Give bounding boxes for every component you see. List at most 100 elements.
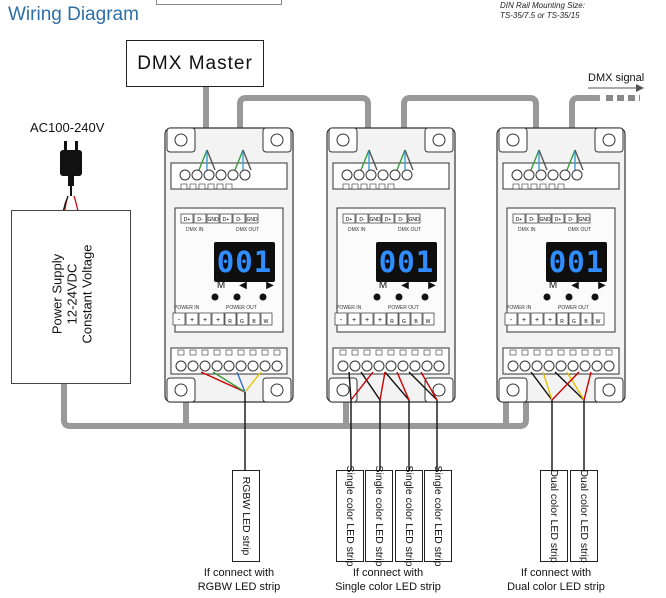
decoder-1-button-0 [211,293,219,301]
decoder-3-power-port-2 [530,312,544,326]
decoder-1-ch-port-1 [236,312,249,326]
decoder-3-bot-slot-6 [581,349,589,356]
decoder-3-screw-tr [602,133,616,147]
decoder-3-display: 001 [546,242,607,282]
decoder-3-power-port-label-2: + [535,317,539,324]
decoder-3-bot-slot-7 [593,349,601,356]
decoder-2-dmx-port-5 [407,213,421,224]
decoder-1-dmx-port-3 [219,213,233,224]
decoder-1-screw-tr [270,133,284,147]
decoder-3-bot-screw-5 [567,360,579,372]
decoder-3-dmx-port-label-5: GND [578,217,590,223]
decoder-2-screw-br [432,383,446,397]
decoder-1-bot-slot-8 [273,349,281,356]
decoder-1-right-label: ▶ [266,280,274,291]
decoder-2-dmx-wire-0-2 [368,149,378,171]
dual-led-strip-1-label: Dual color LED strip [548,469,560,563]
caption-rgbw: If connect with RGBW LED strip [198,566,281,594]
decoder-1-bot-screw-3 [211,360,223,372]
decoder-1-ch-port-label-2: B [252,319,256,325]
single-wire-red-2 [379,371,386,401]
decoder-2-top-slot-1 [351,183,359,190]
decoder-3-ch-port-label-1: G [572,319,576,325]
dual-led-strip-2-label: Dual color LED strip [578,469,590,563]
dual-wire-red-2 [583,371,592,401]
decoder-3-dmx-port-0 [512,213,526,224]
decoder-1-ch-port-label-3: W [264,319,269,325]
decoder-1-top-slot-4 [216,183,224,190]
decoder-2-bot-slot-2 [363,349,371,356]
decoder-3-left-label: ◀ [571,280,579,291]
power-supply-box [11,210,131,384]
decoder-3-ch-port-1 [568,312,581,326]
decoder-2-ch-port-label-2: B [414,319,418,325]
decoder-1-ch-port-label-0: R [228,319,232,325]
rgbw-wire-red [200,371,246,393]
decoder-3-top-slot-3 [539,183,547,190]
decoder-1-bot-slot-1 [189,349,197,356]
decoder-1-dmx-wire-0-0 [198,149,208,171]
decoder-3-bot-slot-4 [557,349,565,356]
decoder-2-top-screw-3 [377,169,389,181]
decoder-3-top-slot-1 [521,183,529,190]
caption-dual-line2: Dual color LED strip [507,581,605,593]
decoder-1-bot-slot-5 [237,349,245,356]
decoder-3-dmx-port-3 [551,213,565,224]
dual-wire-yellow-1 [542,371,553,401]
decoder-3-dmx-port-1 [525,213,539,224]
decoder-1-top-slot-2 [198,183,206,190]
decoder-2-dmx-port-1 [355,213,369,224]
decoder-2-bot-screw-3 [373,360,385,372]
decoder-1-bot-screw-7 [259,360,271,372]
decoder-2-bot-screw-4 [385,360,397,372]
decoder-3-dmx-in-label: DMX IN [518,227,536,233]
dual-led-strip-2: Dual color LED strip [570,469,598,563]
decoder-3-bot-slot-2 [533,349,541,356]
decoder-1-left-label: ◀ [239,280,247,291]
decoder-3-top-screw-0 [511,169,523,181]
decoder-3-top-slot-4 [548,183,556,190]
decoder-1-bot-slot-6 [249,349,257,356]
decoder-2-ch-port-label-0: R [390,319,394,325]
decoder-2-bot-slot-4 [387,349,395,356]
decoder-1-power-port-3 [211,312,225,326]
title-underline [156,0,282,5]
decoder-1-dmx-port-label-5: GND [246,217,258,223]
output-wires [200,371,592,470]
decoder-3-power-port-3 [543,312,557,326]
single-led-strip-3-label: Single color LED strip [403,465,415,567]
decoder-2-bot-screw-5 [397,360,409,372]
dual-wire-yellow-2 [566,371,585,401]
decoder-2-bot-screw-1 [349,360,361,372]
decoder-3-bot-screw-2 [531,360,543,372]
single-led-strip-1-label: Single color LED strip [344,465,356,567]
decoder-3-bot-screw-7 [591,360,603,372]
decoder-3-power-port-label-1: + [522,317,526,324]
din-rail-note-line1: DIN Rail Mounting Size: [500,1,585,10]
decoder-2-bot-screw-0 [337,360,349,372]
single-led-strip-1: Single color LED strip [336,466,364,566]
decoder-1-power-port-1 [185,312,199,326]
decoder-1-power-port-0 [172,312,186,326]
decoder-1-ch-port-label-1: G [240,319,244,325]
caption-dual: If connect with Dual color LED strip [507,566,605,594]
decoder-3-dmx-wire-0-2 [538,149,548,171]
decoder-3-ch-port-label-3: W [596,319,601,325]
rgbw-wire-green [212,371,246,393]
decoder-2-left-label: ◀ [401,280,409,291]
decoder-2-top-screw-2 [365,169,377,181]
decoder-1-bot-screw-2 [199,360,211,372]
decoder-1-ch-port-0 [224,312,237,326]
decoder-3-top-slot-2 [530,183,538,190]
single-led-strip-2: Single color LED strip [365,466,393,566]
decoder-2-bot-slot-5 [399,349,407,356]
decoder-1-dmx-wire-1-2 [242,149,252,171]
decoder-1-power-out-label: POWER OUT [226,305,257,311]
decoder-2-top-screw-4 [389,169,401,181]
decoder-3-bot-screw-6 [579,360,591,372]
decoder-2-display: 001 [376,242,437,282]
decoder-2-dmx-wire-1-2 [404,149,414,171]
decoder-2-top-screw-5 [401,169,413,181]
decoder-2-right-label: ▶ [428,280,436,291]
decoder-3-dmx-port-5 [577,213,591,224]
